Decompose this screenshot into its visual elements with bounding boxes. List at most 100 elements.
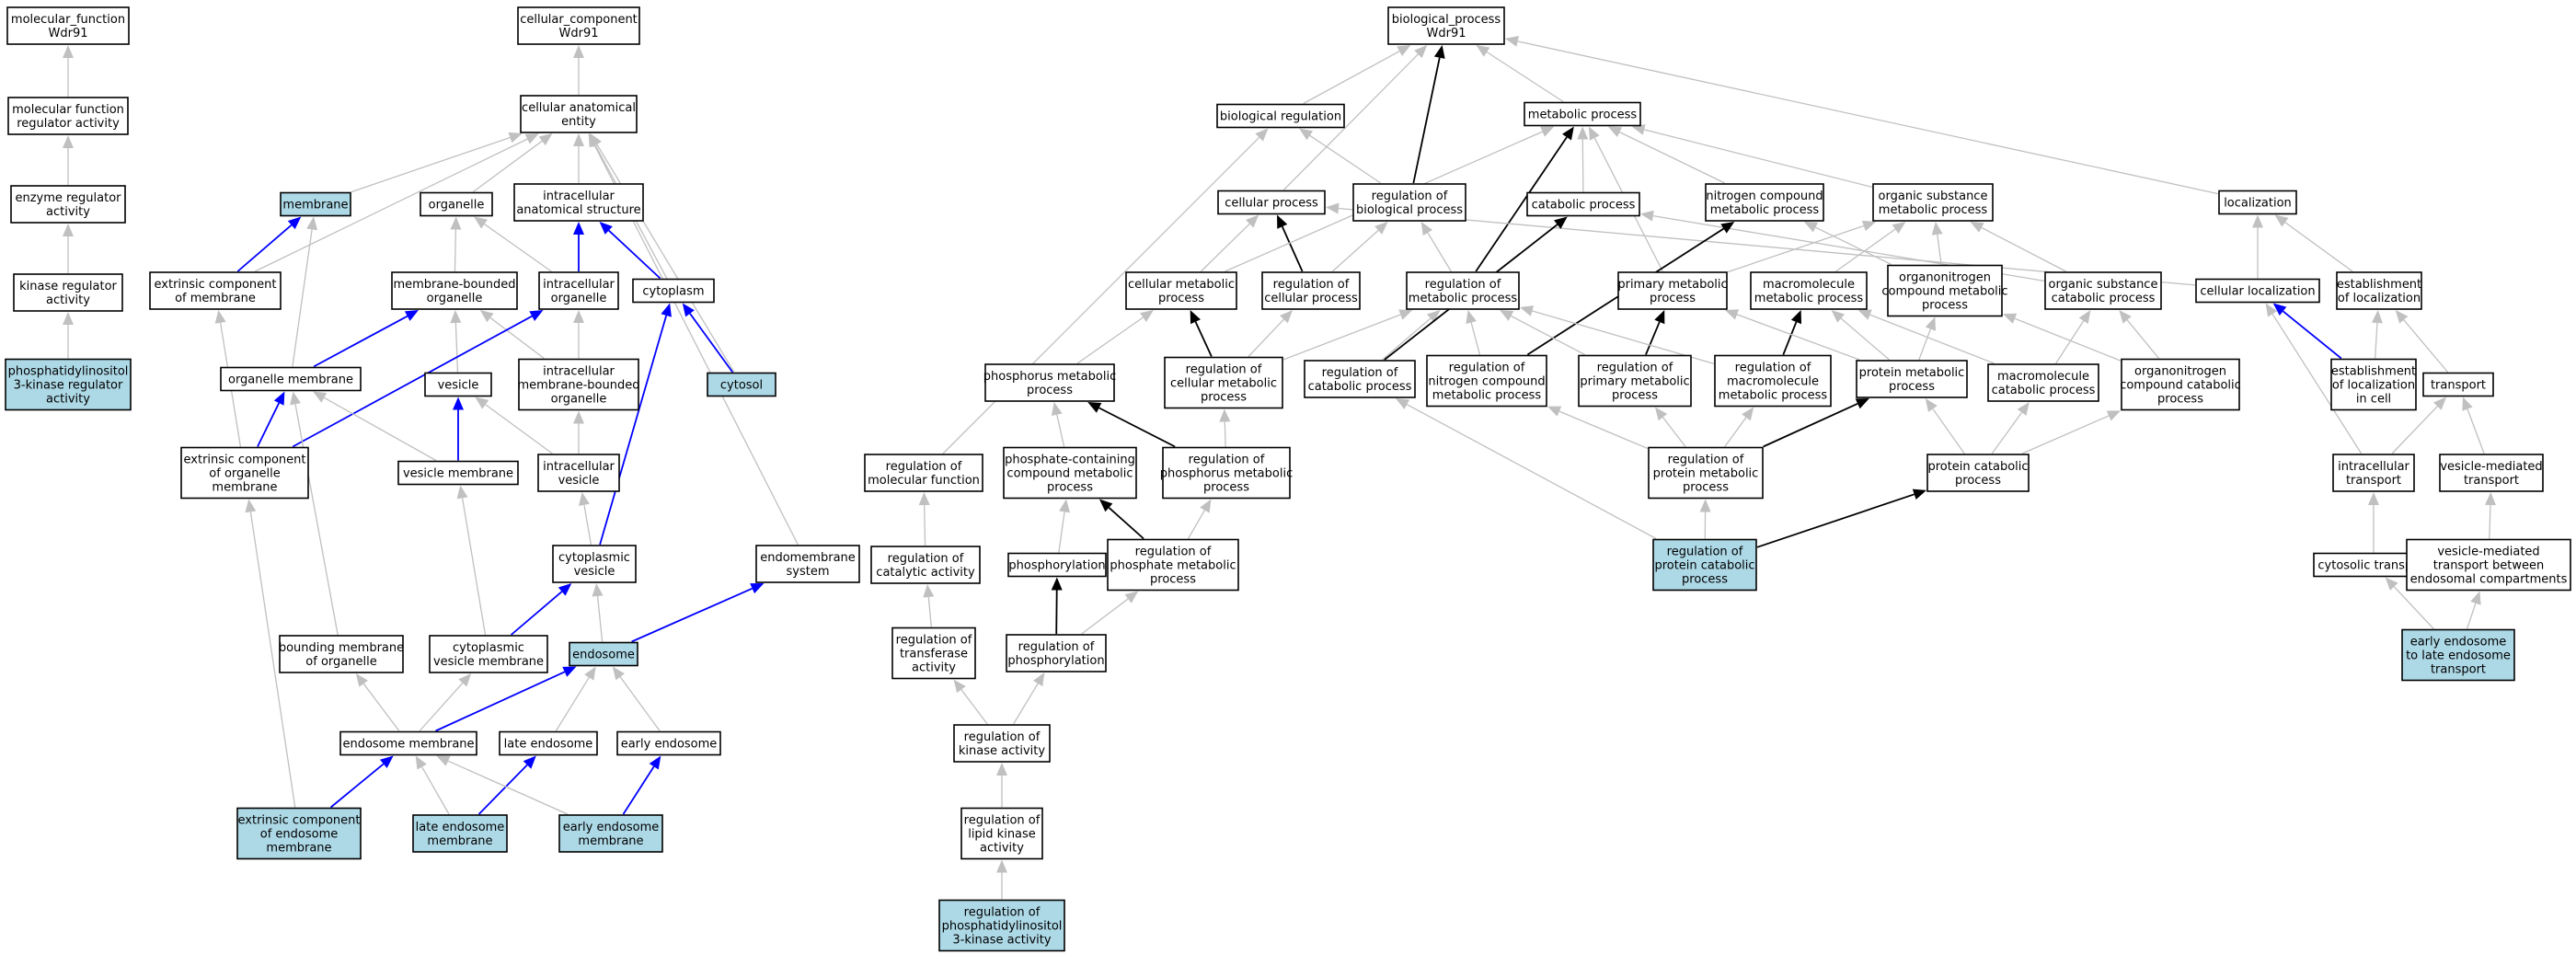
node-box <box>1714 354 1832 408</box>
arrowhead <box>287 216 302 230</box>
arrowhead <box>923 584 935 598</box>
go-term-node-membrane[interactable]: membrane <box>280 191 351 217</box>
node-label: 3-kinase activity <box>952 934 1051 948</box>
go-term-node-rpi3ka[interactable]: regulation ofphosphatidylinositol3-kinas… <box>938 899 1065 952</box>
go-term-node-cl[interactable]: cellular localization <box>2195 278 2320 304</box>
edge-pi3kra-to-kra <box>63 312 74 359</box>
go-term-node-om[interactable]: organelle membrane <box>220 366 362 392</box>
go-term-node-loc[interactable]: localization <box>2218 190 2297 215</box>
edge-line <box>1309 134 1382 184</box>
node-label: cytoplasmic <box>453 641 524 655</box>
go-term-node-catp[interactable]: catabolic process <box>1526 191 1640 217</box>
node-label: organonitrogen <box>1899 271 1991 285</box>
go-term-node-vm[interactable]: vesicle membrane <box>397 460 519 486</box>
go-term-node-endosome[interactable]: endosome <box>569 641 638 667</box>
go-term-node-br[interactable]: biological regulation <box>1216 103 1345 129</box>
arrowhead <box>474 216 488 229</box>
node-box <box>870 546 981 584</box>
node-label: nitrogen compound <box>1706 190 1823 203</box>
go-term-node-transport[interactable]: transport <box>2422 372 2494 397</box>
go-term-node-mp[interactable]: metabolic process <box>1524 101 1641 127</box>
go-term-node-cp[interactable]: cellular process <box>1217 190 1326 215</box>
node-label: membrane <box>427 834 492 848</box>
edge-line <box>1013 683 1039 725</box>
go-term-node-vesicle[interactable]: vesicle <box>424 372 492 397</box>
edge-line <box>511 591 563 636</box>
node-label: process <box>1612 389 1658 403</box>
go-term-node-cytosol[interactable]: cytosol <box>707 372 776 397</box>
go-term-node-phos[interactable]: phosphorylation <box>1007 552 1107 578</box>
go-term-node-ee[interactable]: early endosome <box>616 730 721 756</box>
arrowhead <box>479 310 494 323</box>
go-term-node-organelle[interactable]: organelle <box>420 191 493 217</box>
go-term-node-cytoplasm[interactable]: cytoplasm <box>632 278 715 304</box>
go-term-node-endm[interactable]: endosome membrane <box>339 730 477 756</box>
edge-line <box>236 224 293 272</box>
node-label: phosphatidylinositol <box>942 920 1063 934</box>
edge-endosome-to-ems <box>631 583 765 643</box>
node-label: early endosome <box>2410 636 2507 649</box>
arrowhead <box>63 45 74 58</box>
go-term-node-le[interactable]: late endosome <box>499 730 598 756</box>
